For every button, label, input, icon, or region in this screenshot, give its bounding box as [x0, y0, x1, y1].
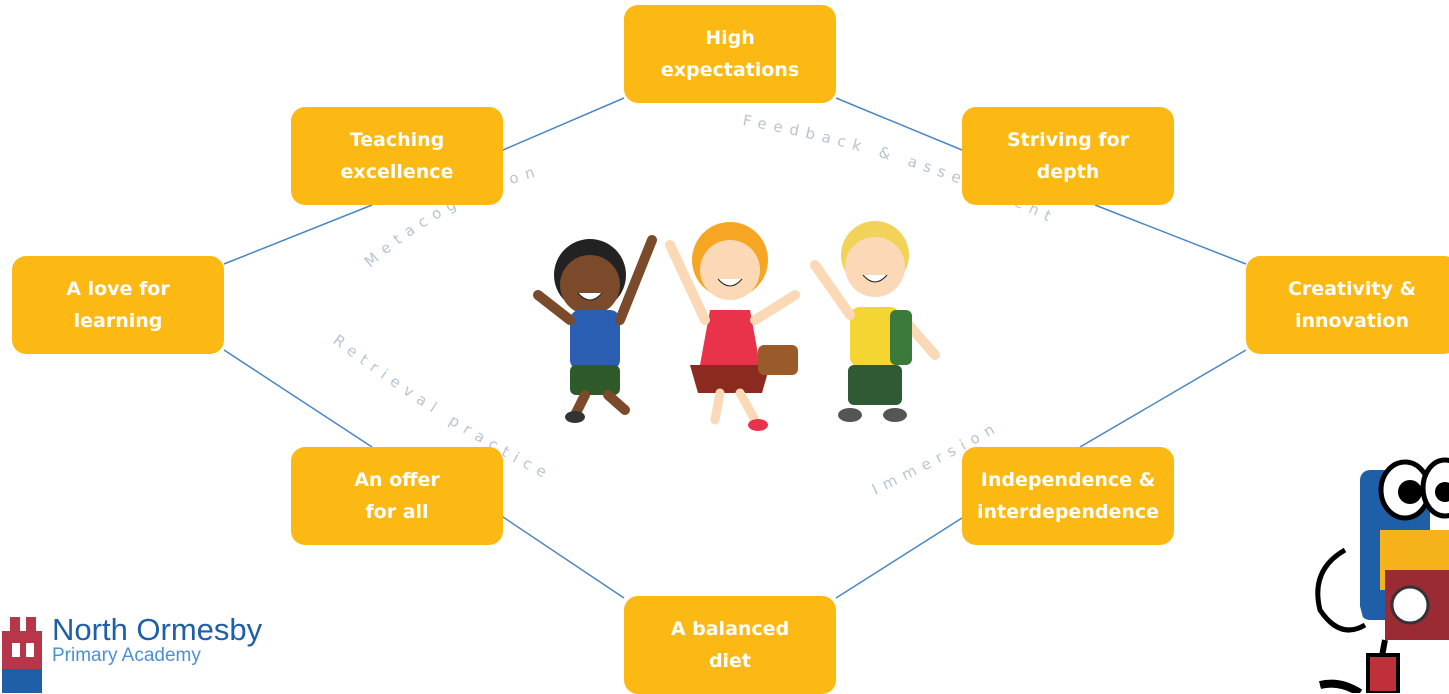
edge-creativity-indep — [1079, 349, 1247, 448]
node-high-expectations: High expectations — [624, 5, 836, 103]
school-subtitle: Primary Academy — [52, 645, 201, 666]
mascot-illustration — [1315, 457, 1449, 693]
node-balanced-diet: A balanced diet — [624, 596, 836, 694]
node-teaching-excellence: Teaching excellence — [291, 107, 503, 205]
edge-teach-love — [223, 204, 373, 265]
node-striving-for-depth: Striving for depth — [962, 107, 1174, 205]
edge-high-striving — [835, 97, 963, 151]
edge-high-teach — [502, 97, 625, 151]
node-creativity-innovation: Creativity & innovation — [1246, 256, 1449, 354]
school-emblem-icon — [2, 617, 42, 693]
edge-offer-balanced — [499, 514, 625, 599]
school-name: North Ormesby — [52, 612, 263, 647]
node-independence: Independence & interdependence — [962, 447, 1174, 545]
child-right-illustration — [810, 221, 940, 422]
edge-indep-balanced — [835, 517, 963, 599]
child-middle-illustration — [665, 222, 800, 431]
children-illustration — [533, 221, 940, 431]
edge-striving-creativity — [1094, 204, 1247, 265]
node-offer-for-all: An offer for all — [291, 447, 503, 545]
edge-love-offer — [223, 349, 373, 448]
school-logo: North Ormesby Primary Academy — [0, 613, 262, 693]
child-left-illustration — [533, 235, 657, 423]
node-love-for-learning: A love for learning — [12, 256, 224, 354]
